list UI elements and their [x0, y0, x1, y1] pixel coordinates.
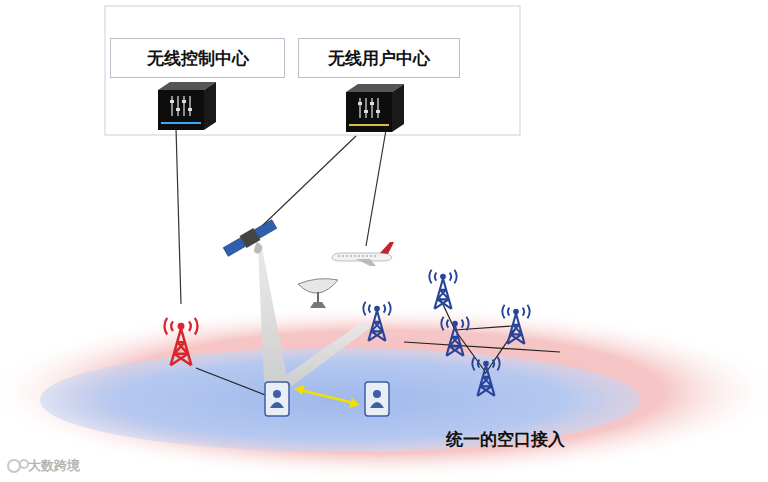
cell-tower-icon — [429, 270, 456, 309]
wire — [366, 130, 386, 246]
center-box: 无线用户中心 — [298, 38, 460, 78]
center-box: 无线控制中心 — [110, 38, 285, 78]
phone-icon — [365, 382, 389, 416]
airplane-icon — [332, 242, 394, 266]
server-icon — [158, 82, 216, 130]
server-icon — [346, 84, 404, 132]
caption-label: 统一的空口接入 — [446, 428, 565, 451]
phone-icon — [265, 382, 289, 416]
coverage-inner — [40, 348, 640, 452]
coverage-outer — [0, 304, 768, 480]
dish-icon — [298, 279, 338, 308]
cell-tower-icon — [441, 317, 468, 356]
cell-tower-icon — [502, 305, 529, 344]
network-link — [455, 326, 512, 330]
watermark-logo — [8, 460, 28, 472]
cell-tower-icon — [363, 302, 390, 341]
watermark-text: 大数跨境 — [28, 457, 80, 475]
network-link — [196, 368, 268, 396]
network-link — [404, 342, 560, 352]
satellite-beam — [258, 248, 288, 382]
link-arrow — [294, 385, 360, 408]
cell-tower-icon — [164, 318, 197, 365]
tower-beam — [282, 322, 370, 386]
wire — [176, 128, 181, 304]
cell-tower-icon — [472, 357, 499, 396]
center-frame — [105, 6, 520, 135]
satellite-icon — [222, 218, 283, 268]
box-title: 无线控制中心 — [147, 47, 249, 70]
network-link — [455, 330, 484, 370]
box-title: 无线用户中心 — [328, 47, 430, 70]
wire — [262, 136, 356, 226]
